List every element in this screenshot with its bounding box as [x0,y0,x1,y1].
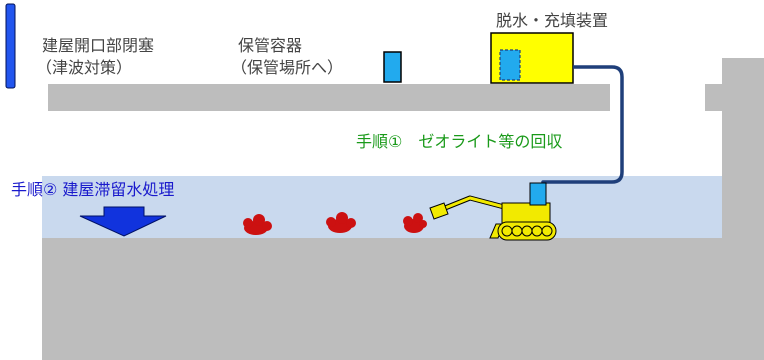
zeolite-pile-icon [403,213,427,233]
down-arrow-icon [79,206,167,237]
hose [541,65,624,184]
step1-label: 手順① ゼオライト等の回収 [356,132,563,151]
container-note: （保管場所へ） [231,58,344,77]
zeolite-pile-icon [243,214,272,235]
dewatering-device-icon [490,32,574,84]
closure-note: （津波対策） [36,58,133,77]
closure-label: 建屋開口部閉塞 [42,36,155,55]
excavator-icon [429,182,557,241]
floor-slab [48,84,610,111]
retained-water [42,176,722,238]
building-wall-right [722,58,764,258]
step2-label: 手順② 建屋滞留水処理 [11,180,175,199]
closure-bar-icon [5,3,16,89]
storage-container-icon [383,51,402,83]
container-label: 保管容器 [238,36,303,55]
zeolite-pile-icon [326,212,356,233]
device-label: 脱水・充填装置 [496,11,609,30]
building-floor [42,238,764,360]
